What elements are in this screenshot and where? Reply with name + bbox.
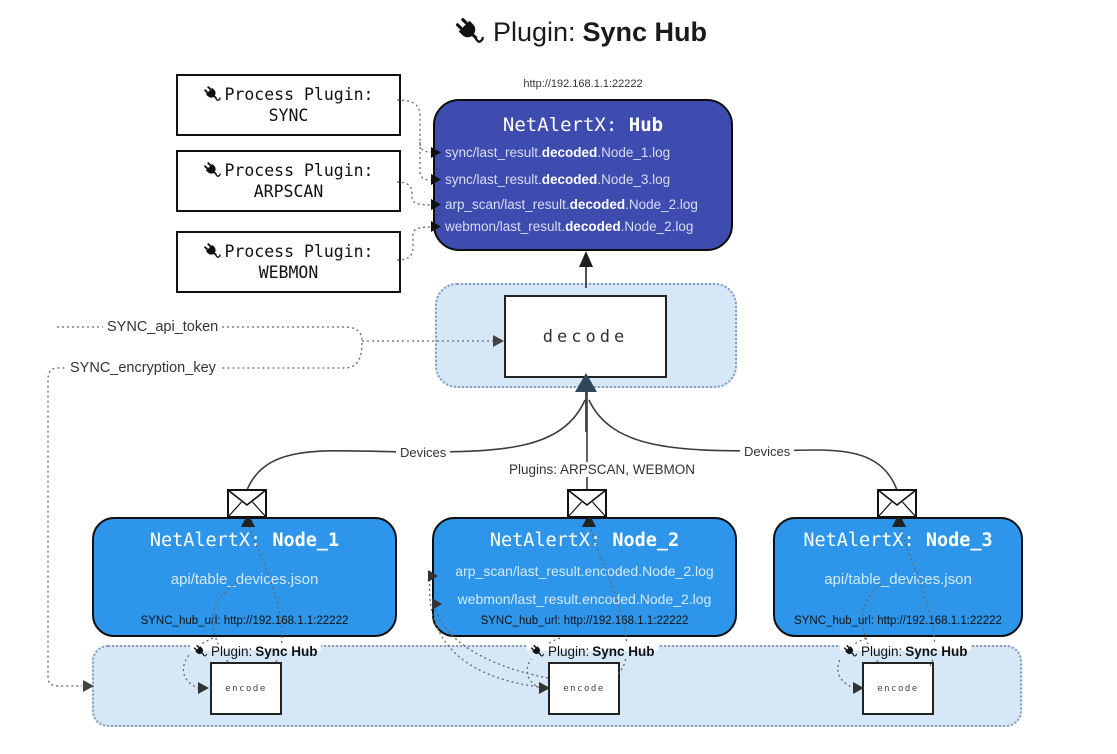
plug-icon [204, 86, 222, 101]
node-1-box: NetAlertX: Node_1 api/table_devices.json… [92, 517, 397, 637]
plug-icon [530, 644, 545, 657]
node-file: arp_scan/last_result.encoded.Node_2.log [455, 563, 714, 579]
devices-label-right: Devices [740, 444, 795, 459]
node-file: api/table_devices.json [170, 571, 319, 588]
process-plugin-label: Process Plugin: [224, 161, 374, 180]
encoder-plugin-label: Plugin: Sync Hub [190, 644, 321, 659]
node-2-box: NetAlertX: Node_2 arp_scan/last_result.e… [432, 517, 737, 637]
devices-label-left: Devices [396, 445, 451, 460]
decode-box: decode [504, 295, 667, 378]
hub-log-line: webmon/last_result.decoded.Node_2.log [445, 219, 694, 234]
hub-url: http://192.168.1.1:22222 [523, 78, 643, 90]
hub-title-name: Hub [628, 114, 664, 136]
process-plugin-name: SYNC [268, 106, 309, 125]
node-hub-url: SYNC_hub_url: http://192.168.1.1:22222 [480, 615, 689, 627]
arrowhead-into-hub [579, 251, 593, 267]
hub-log-line: arp_scan/last_result.decoded.Node_2.log [445, 197, 698, 212]
process-plugin-box-arpscan: Process Plugin: ARPSCAN [176, 150, 401, 212]
plug-icon [843, 644, 858, 657]
envelope-icon [567, 489, 607, 518]
plug-icon [455, 17, 484, 43]
node-file: api/table_devices.json [824, 571, 972, 588]
wire-arpscan-line3 [396, 181, 432, 206]
process-plugin-name: WEBMON [258, 263, 319, 282]
plug-icon [204, 243, 222, 258]
hub-box: NetAlertX: Hub sync/last_result.decoded.… [433, 99, 733, 251]
encode-box: encode [548, 662, 620, 715]
envelope-icon [227, 489, 267, 518]
plug-icon [193, 644, 208, 657]
node-hub-url: SYNC_hub_url: http://192.168.1.1:22222 [794, 615, 1002, 627]
encode-box: encode [210, 662, 282, 715]
envelope-icon [877, 489, 917, 518]
hub-title-prefix: NetAlertX: [502, 114, 618, 136]
wire-webmon-line4 [396, 226, 432, 261]
process-plugin-label: Process Plugin: [224, 85, 374, 104]
plugins-mid-label: Plugins: ARPSCAN, WEBMON [505, 462, 700, 477]
title-name: Sync Hub [582, 16, 708, 47]
node-3-box: NetAlertX: Node_3 api/table_devices.json… [773, 517, 1023, 637]
process-plugin-box-webmon: Process Plugin: WEBMON [176, 231, 401, 293]
title-prefix: Plugin: [492, 16, 576, 47]
hub-log-line: sync/last_result.decoded.Node_1.log [445, 145, 671, 160]
plug-icon [204, 162, 222, 177]
node-file: webmon/last_result.encoded.Node_2.log [457, 591, 712, 607]
hub-log-line: sync/last_result.decoded.Node_3.log [445, 172, 671, 187]
encoder-plugin-label: Plugin: Sync Hub [527, 644, 658, 659]
sync-encryption-key-label: SYNC_encryption_key [66, 360, 220, 376]
node-hub-url: SYNC_hub_url: http://192.168.1.1:22222 [140, 615, 349, 627]
sync-api-token-label: SYNC_api_token [103, 319, 223, 335]
wire-sync-line2 [419, 142, 432, 181]
page-title: Plugin: Sync Hub [22, 16, 1117, 48]
wire-sync-line1 [396, 99, 432, 153]
encoder-plugin-label: Plugin: Sync Hub [840, 644, 971, 659]
process-plugin-box-sync: Process Plugin: SYNC [176, 74, 401, 136]
process-plugin-name: ARPSCAN [253, 182, 324, 201]
process-plugin-label: Process Plugin: [224, 242, 374, 261]
encode-box: encode [862, 662, 934, 715]
